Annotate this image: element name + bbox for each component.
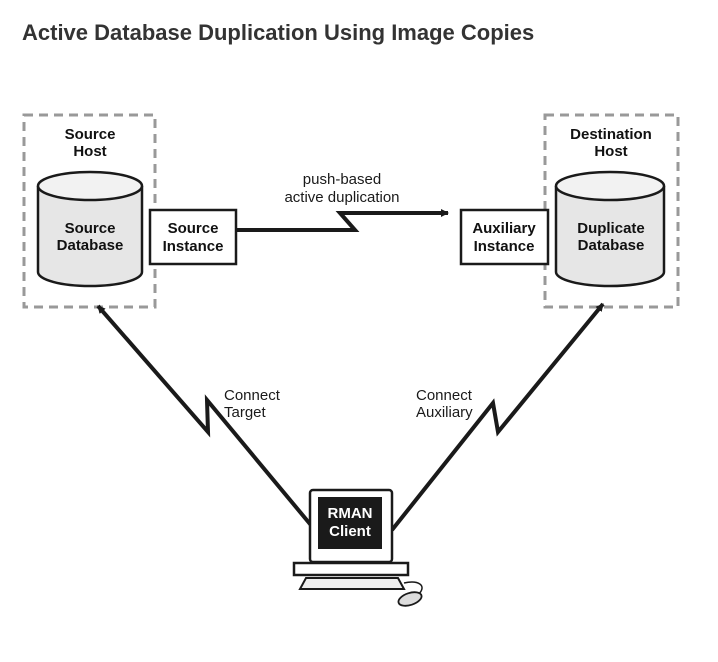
svg-text:push-based: push-based (303, 171, 381, 188)
auxiliary-instance-label-line1: Auxiliary (472, 220, 536, 237)
auxiliary-instance-box: Auxiliary Instance (459, 208, 550, 266)
rman-client-label-line1: RMAN (328, 505, 373, 522)
keyboard (298, 577, 406, 590)
rman-client-label-line2: Client (329, 523, 371, 540)
push-duplication-arrow (236, 209, 449, 232)
svg-text:Target: Target (224, 404, 267, 421)
svg-text:Connect: Connect (416, 387, 473, 404)
svg-text:Database: Database (578, 237, 645, 254)
destination-host-group: Destination Host Duplicate Database (543, 113, 680, 309)
svg-text:Destination: Destination (570, 126, 652, 143)
monitor-screen (318, 497, 382, 549)
svg-text:Connect: Connect (224, 387, 281, 404)
svg-text:Instance: Instance (474, 238, 535, 255)
svg-text:RMAN: RMAN (328, 505, 373, 522)
svg-text:Host: Host (73, 143, 106, 160)
mouse-icon (397, 591, 423, 607)
source-instance-label-line1: Source (168, 220, 219, 237)
source-instance-label-line2: Instance (163, 238, 224, 255)
push-label-line1: push-based (303, 171, 381, 188)
svg-text:Source: Source (65, 126, 116, 143)
connect-auxiliary-label-line2: Auxiliary (416, 404, 473, 421)
duplicate-database-cylinder (554, 170, 666, 288)
auxiliary-instance-label-line2: Instance (474, 238, 535, 255)
source-database-label-line2: Database (57, 237, 124, 254)
page-title: Active Database Duplication Using Image … (22, 20, 535, 45)
connect-target-label-line2: Target (224, 404, 267, 421)
destination-host-label-line1: Destination (570, 126, 652, 143)
svg-text:Instance: Instance (163, 238, 224, 255)
svg-text:Database: Database (57, 237, 124, 254)
source-host-label-line1: Source (65, 126, 116, 143)
source-host-label-line2: Host (73, 143, 106, 160)
svg-text:Client: Client (329, 523, 371, 540)
svg-text:Auxiliary: Auxiliary (416, 404, 473, 421)
connect-auxiliary-label-line1: Connect (416, 387, 473, 404)
duplicate-database-label-line2: Database (578, 237, 645, 254)
connect-target-label-line1: Connect (224, 387, 281, 404)
destination-host-label-line2: Host (594, 143, 627, 160)
computer-base (292, 561, 410, 577)
destination-host-boundary (543, 113, 680, 309)
svg-text:Source: Source (168, 220, 219, 237)
svg-text:active duplication: active duplication (284, 189, 399, 206)
svg-text:Auxiliary: Auxiliary (472, 220, 536, 237)
svg-text:Source: Source (65, 220, 116, 237)
svg-text:Host: Host (594, 143, 627, 160)
duplicate-database-label-line1: Duplicate (577, 220, 645, 237)
push-label-line2: active duplication (284, 189, 399, 206)
source-database-cylinder (36, 170, 144, 288)
rman-client-computer-icon: RMAN Client (292, 488, 423, 607)
source-database-label-line1: Source (65, 220, 116, 237)
connect-auxiliary-arrow (390, 302, 605, 532)
connect-target-arrow (96, 304, 317, 532)
source-host-group: Source Host Source Database (22, 113, 157, 309)
svg-text:Duplicate: Duplicate (577, 220, 645, 237)
source-instance-box: Source Instance (148, 208, 238, 266)
